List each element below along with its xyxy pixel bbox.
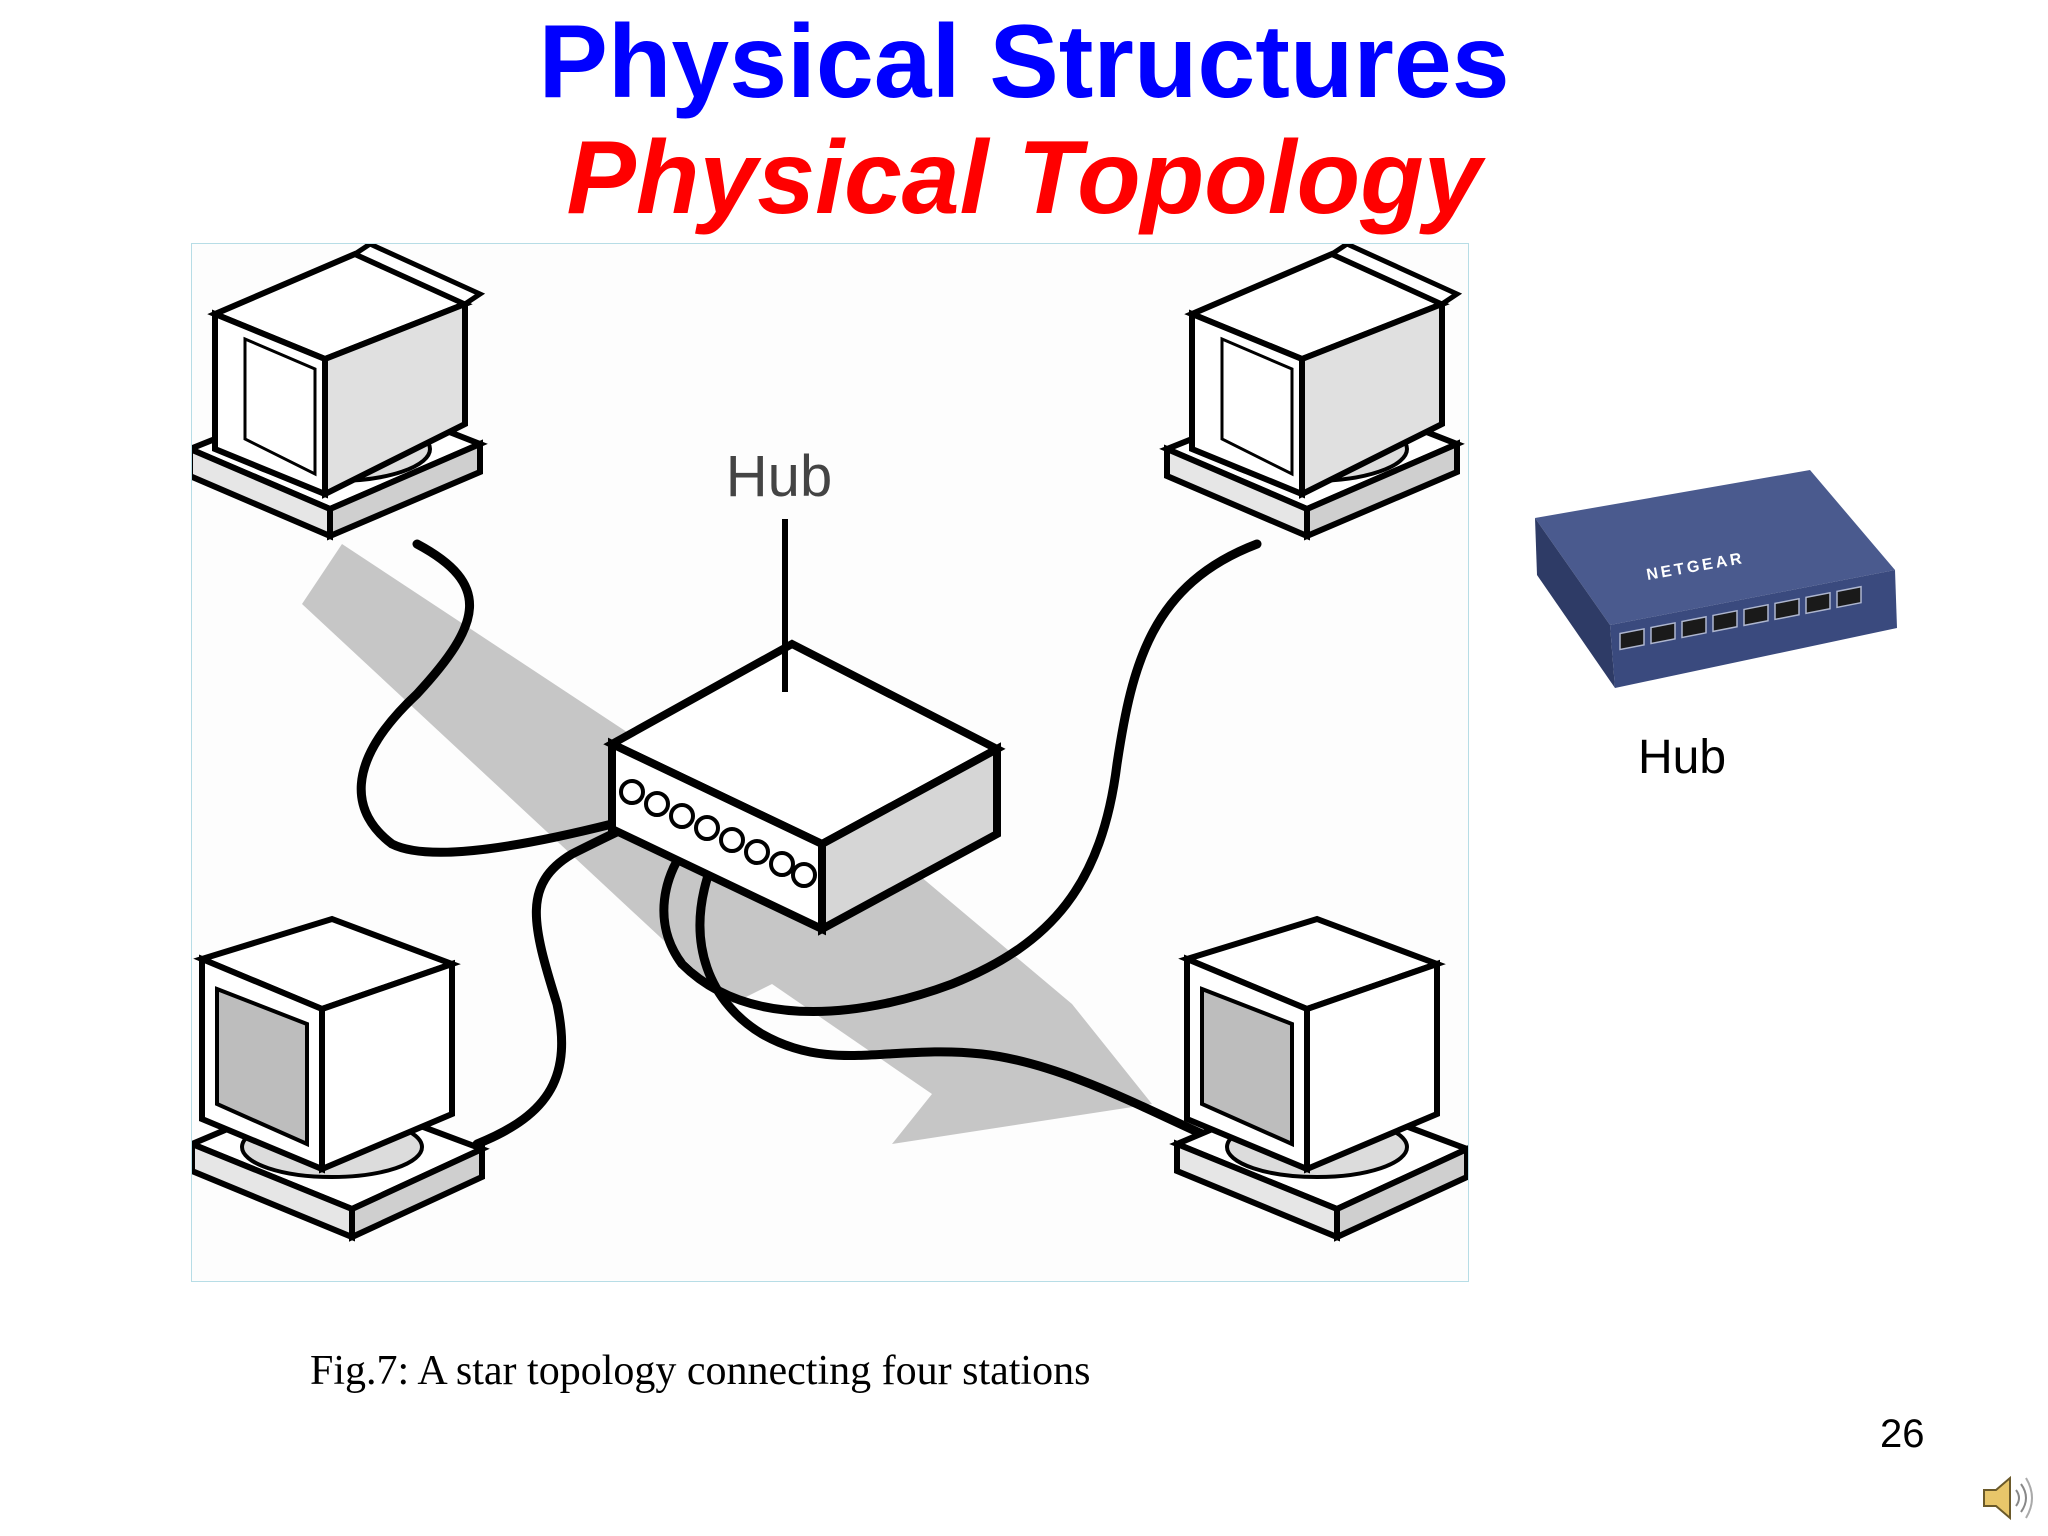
computer-icon bbox=[192, 919, 482, 1237]
figure-caption: Fig.7: A star topology connecting four s… bbox=[310, 1348, 1091, 1394]
photo-caption: Hub bbox=[1638, 731, 1727, 784]
page-number: 26 bbox=[1880, 1412, 1925, 1456]
speaker-icon[interactable] bbox=[1978, 1468, 2038, 1528]
slide-title: Physical Structures bbox=[538, 4, 1510, 120]
slide-subtitle: Physical Topology bbox=[566, 120, 1482, 236]
star-topology-figure: Hub bbox=[191, 243, 1469, 1282]
computer-icon bbox=[1167, 244, 1457, 536]
hub-label: Hub bbox=[726, 444, 832, 509]
computer-icon bbox=[192, 244, 480, 536]
hub-box-icon bbox=[603, 519, 1006, 936]
network-hub-photo: NETGEAR bbox=[1525, 460, 1905, 700]
computer-icon bbox=[1177, 919, 1467, 1237]
